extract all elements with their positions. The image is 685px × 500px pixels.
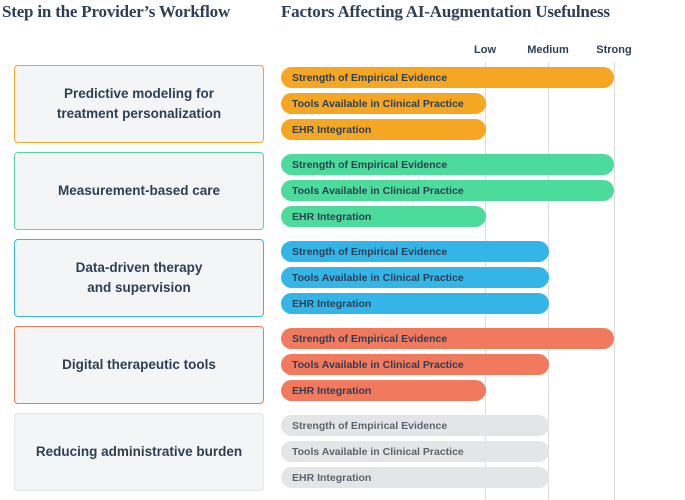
workflow-step-label: Reducing administrative burden: [35, 444, 243, 460]
chart-bar[interactable]: Tools Available in Clinical Practice: [281, 441, 549, 462]
chart-scale-label: Low: [474, 44, 496, 56]
chart-bar[interactable]: Strength of Empirical Evidence: [281, 154, 614, 175]
chart-bar[interactable]: Strength of Empirical Evidence: [281, 328, 614, 349]
chart-gridline: [548, 62, 549, 500]
left-column-header: Step in the Provider’s Workflow: [2, 2, 231, 21]
chart-bar[interactable]: Strength of Empirical Evidence: [281, 241, 549, 262]
chart-scale-label: Strong: [596, 44, 632, 56]
chart-bar[interactable]: EHR Integration: [281, 206, 486, 227]
chart-bar[interactable]: Tools Available in Clinical Practice: [281, 93, 486, 114]
chart-bar[interactable]: EHR Integration: [281, 467, 549, 488]
chart-gridline: [614, 62, 615, 500]
chart-bar[interactable]: EHR Integration: [281, 380, 486, 401]
chart-bar[interactable]: EHR Integration: [281, 293, 549, 314]
workflow-step-box: Measurement-based care: [14, 152, 264, 230]
workflow-step-box: Digital therapeutic tools: [14, 326, 264, 404]
chart-bar[interactable]: EHR Integration: [281, 119, 486, 140]
workflow-step-label: Measurement-based care: [57, 183, 221, 199]
workflow-step-box: Reducing administrative burden: [14, 413, 264, 491]
chart-bar[interactable]: Tools Available in Clinical Practice: [281, 354, 549, 375]
chart-bar[interactable]: Tools Available in Clinical Practice: [281, 180, 614, 201]
chart-bar[interactable]: Tools Available in Clinical Practice: [281, 267, 549, 288]
right-column-header: Factors Affecting AI-Augmentation Useful…: [281, 2, 610, 21]
chart-bar[interactable]: Strength of Empirical Evidence: [281, 415, 549, 436]
chart-scale-label: Medium: [527, 44, 569, 56]
chart-bar[interactable]: Strength of Empirical Evidence: [281, 67, 614, 88]
workflow-step-label: Digital therapeutic tools: [62, 357, 216, 373]
